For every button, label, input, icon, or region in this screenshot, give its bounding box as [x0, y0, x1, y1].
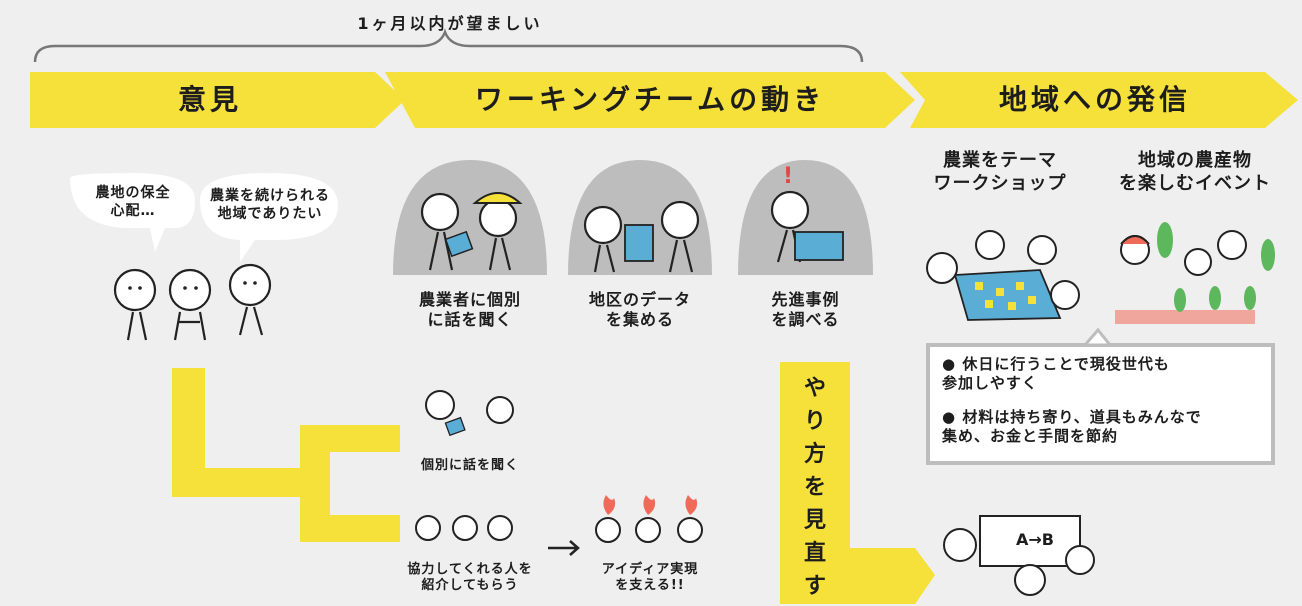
team-action-research: 先進事例 を調べる — [771, 290, 840, 329]
laptop-icon — [794, 231, 844, 261]
timeline-brace — [33, 28, 864, 63]
hat-icon — [472, 192, 523, 204]
stage-title-outreach: 地域への発信 — [998, 83, 1191, 116]
hill-people — [420, 190, 810, 273]
board-text: A→B — [1016, 530, 1054, 549]
lower-support-label: アイディア実現 を支える!! — [601, 562, 699, 594]
flow-L-connector — [172, 368, 300, 497]
opinion-bubble-text-2: 農業を続けられる 地域でありたい — [210, 188, 330, 222]
event-note-2: ● 材料は持ち寄り、道具もみんなで 集め、お金と手間を節約 — [942, 408, 1202, 445]
event-note-2-text: 材料は持ち寄り、道具もみんなで 集め、お金と手間を節約 — [942, 408, 1202, 445]
team-action-data: 地区のデータ を集める — [588, 290, 691, 329]
event-workshop-title: 農業をテーマ ワークショップ — [933, 150, 1067, 194]
event-produce-title: 地域の農産物 を楽しむイベント — [1119, 150, 1271, 194]
opinion-people — [113, 263, 272, 341]
opinion-bubble-text-1: 農地の保全 心配… — [95, 185, 171, 219]
timeline-label: 1ヶ月以内が望ましい — [357, 14, 543, 33]
arrow-right-icon — [548, 540, 580, 556]
workshop-table — [953, 269, 1062, 321]
notes-pointer — [1081, 327, 1114, 347]
review-label: やり方を見直す — [803, 376, 826, 599]
team-action-interview: 農業者に個別 に話を聞く — [418, 290, 521, 329]
produce-event — [1115, 222, 1275, 324]
stage-arrow-opinion — [30, 72, 405, 128]
review-band — [780, 362, 935, 604]
lower-figures — [415, 390, 703, 543]
flame-icons — [603, 495, 698, 515]
lower-interview-label: 個別に話を聞く — [420, 458, 519, 473]
document-icon — [624, 224, 654, 262]
lower-introduce-label: 協力してくれる人を 紹介してもらう — [407, 562, 533, 594]
stage-title-team: ワーキングチームの動き — [474, 83, 826, 116]
speech-bubble-right — [200, 173, 338, 262]
stage-arrow-team — [385, 72, 915, 128]
event-note-1-text: 休日に行うことで現役世代も 参加しやすく — [942, 355, 1170, 392]
opinion-faces — [128, 281, 257, 290]
presenter-people — [943, 528, 1095, 596]
flow-bracket — [300, 425, 400, 542]
workshop-people — [926, 230, 1080, 310]
tablet-icon — [444, 230, 474, 258]
exclamation-icon: ! — [783, 164, 793, 189]
stage-arrow-outreach — [900, 72, 1298, 128]
lower-tablet-icon — [444, 416, 466, 437]
hill-interview — [393, 160, 547, 275]
speech-bubble-left — [70, 173, 195, 252]
event-note-1: ● 休日に行うことで現役世代も 参加しやすく — [942, 355, 1170, 392]
stage-title-opinion: 意見 — [177, 83, 242, 116]
sticky-notes — [975, 282, 1036, 310]
